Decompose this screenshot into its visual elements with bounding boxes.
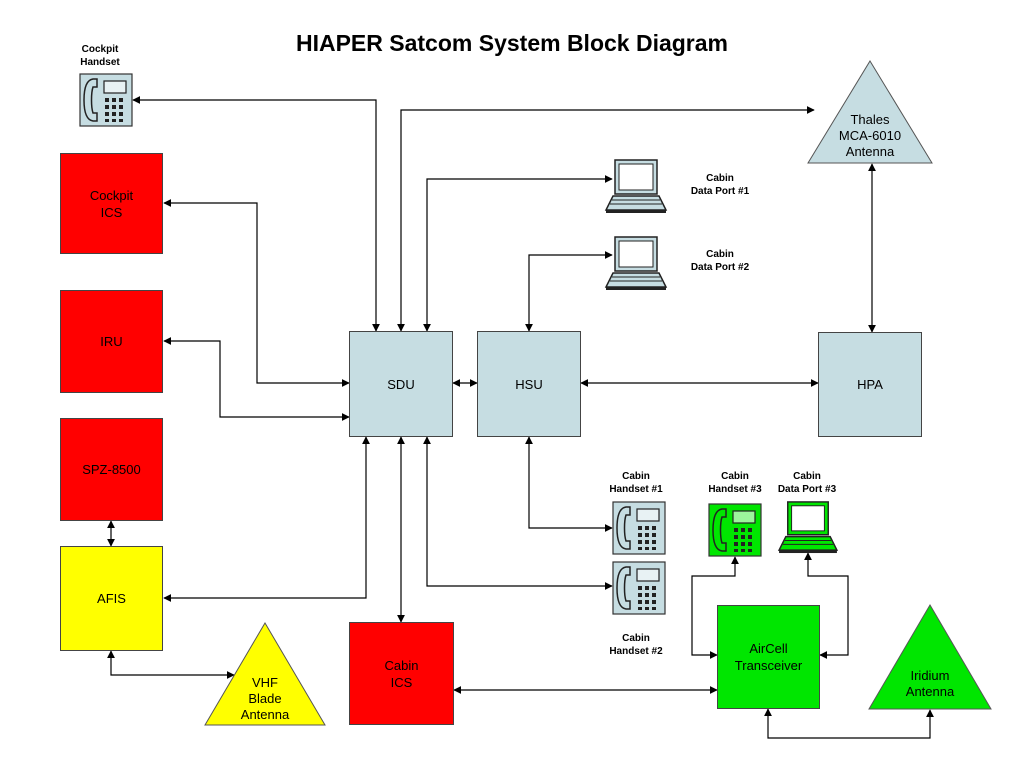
- cabin-handset-3-caption-line2: Handset #3: [708, 484, 762, 495]
- sdu-block: SDU: [349, 331, 453, 437]
- iru-label: IRU: [100, 334, 123, 349]
- cabin-handset-1-caption: Cabin Handset #1: [596, 470, 676, 496]
- cabin-data-port-2-caption-line2: Data Port #2: [690, 262, 750, 273]
- thales-antenna-line3: Antenna: [845, 144, 895, 159]
- cockpit-ics-label-line2: ICS: [100, 204, 123, 220]
- iridium-antenna-label: Iridium Antenna: [867, 668, 993, 700]
- thales-antenna-triangle: [807, 60, 933, 164]
- telephone-handset-icon: [79, 73, 133, 127]
- hsu-block: HSU: [477, 331, 581, 437]
- thales-antenna-label: Thales MCA-6010 Antenna: [806, 112, 934, 160]
- iridium-antenna-line2: Antenna: [905, 684, 955, 699]
- cabin-data-port-3-caption-line1: Cabin: [793, 471, 821, 482]
- telephone-handset-icon: [612, 501, 666, 555]
- cabin-ics-label-line1: Cabin: [384, 657, 419, 673]
- vhf-antenna-line3: Antenna: [240, 707, 290, 722]
- cabin-handset-1-caption-line1: Cabin: [622, 471, 650, 482]
- connector-cockpit-ics-sdu: [163, 199, 350, 387]
- diagram-title: HIAPER Satcom System Block Diagram: [295, 30, 729, 56]
- cockpit-handset-caption: Cockpit Handset: [60, 43, 140, 69]
- cabin-handset-1-caption-line2: Handset #1: [609, 484, 663, 495]
- laptop-computer-icon: [777, 501, 839, 554]
- cabin-data-port-1-caption: Cabin Data Port #1: [672, 172, 768, 198]
- cabin-handset-3-caption: Cabin Handset #3: [695, 470, 775, 496]
- vhf-antenna-line2: Blade: [248, 691, 282, 706]
- thales-antenna-line2: MCA-6010: [838, 128, 902, 143]
- connector-cockpit-handset-sdu: [132, 96, 380, 332]
- iridium-antenna-line1: Iridium: [910, 668, 950, 683]
- hpa-block: HPA: [818, 332, 922, 437]
- iridium-antenna-triangle: [868, 604, 992, 710]
- telephone-handset-icon: [612, 561, 666, 615]
- cabin-ics-label-line2: ICS: [390, 674, 413, 690]
- cabin-handset-3-caption-line1: Cabin: [721, 471, 749, 482]
- laptop-computer-icon: [604, 236, 668, 290]
- afis-label: AFIS: [97, 591, 126, 606]
- afis-block: AFIS: [60, 546, 163, 651]
- sdu-label: SDU: [387, 376, 415, 392]
- cabin-handset-2-caption-line2: Handset #2: [609, 646, 663, 657]
- cabin-data-port-1-caption-line1: Cabin: [706, 173, 734, 184]
- cabin-data-port-1-caption-line2: Data Port #1: [690, 186, 750, 197]
- connector-afis-sdu: [163, 436, 370, 602]
- cabin-data-port-3-caption-line2: Data Port #3: [777, 484, 837, 495]
- telephone-handset-icon: [708, 503, 762, 557]
- connector-aircell-iridium: [764, 708, 934, 739]
- iru-block: IRU: [60, 290, 163, 393]
- cockpit-ics-label-line1: Cockpit: [89, 187, 134, 203]
- connector-iru-sdu: [163, 337, 350, 421]
- connector-data-port-2-hsu: [525, 251, 613, 332]
- connector-thales-sdu: [397, 106, 815, 332]
- aircell-label-line2: Transceiver: [734, 658, 803, 673]
- cockpit-handset-caption-line1: Cockpit: [81, 44, 119, 55]
- laptop-computer-icon: [604, 159, 668, 213]
- thales-antenna-line1: Thales: [850, 112, 890, 127]
- hsu-label: HSU: [515, 376, 543, 392]
- connector-afis-vhf: [107, 650, 235, 679]
- connector-sdu-handset-2: [423, 436, 613, 590]
- spz-8500-label: SPZ-8500: [82, 462, 141, 477]
- connector-handset-3-aircell: [691, 556, 739, 659]
- connector-hsu-handset-1: [525, 436, 613, 532]
- connector-data-port-3-aircell: [804, 552, 849, 659]
- vhf-antenna-label: VHF Blade Antenna: [203, 675, 327, 723]
- cabin-data-port-2-caption-line1: Cabin: [706, 249, 734, 260]
- aircell-label-line1: AirCell: [749, 641, 788, 656]
- cabin-data-port-3-caption: Cabin Data Port #3: [764, 470, 850, 496]
- hpa-label: HPA: [857, 377, 883, 392]
- spz-8500-block: SPZ-8500: [60, 418, 163, 521]
- cabin-handset-2-caption: Cabin Handset #2: [596, 632, 676, 658]
- vhf-antenna-line1: VHF: [252, 675, 278, 690]
- connector-data-port-1-sdu: [423, 175, 613, 332]
- cabin-handset-2-caption-line1: Cabin: [622, 633, 650, 644]
- cabin-data-port-2-caption: Cabin Data Port #2: [672, 248, 768, 274]
- vhf-antenna-triangle: [204, 622, 326, 726]
- cockpit-handset-caption-line2: Handset: [80, 57, 120, 68]
